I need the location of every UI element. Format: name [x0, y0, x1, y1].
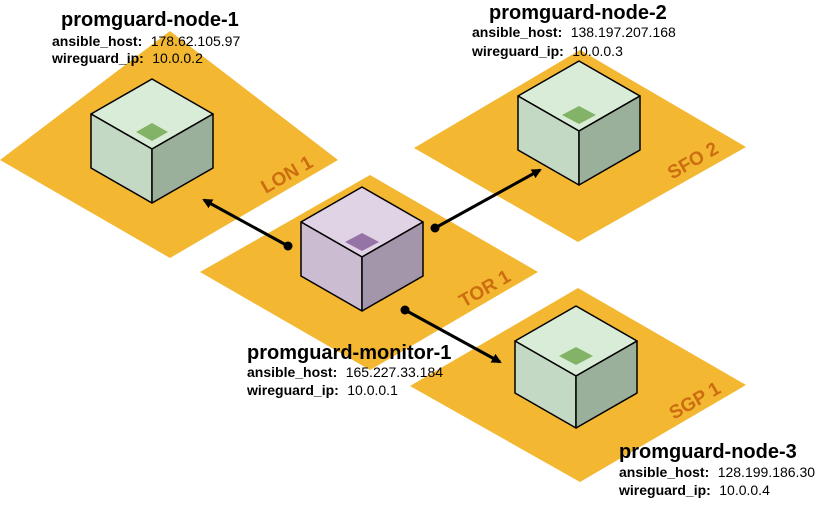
server-node1[interactable]	[90, 78, 214, 204]
server-cube-icon	[514, 305, 638, 429]
server-name: promguard-node-1	[61, 9, 239, 31]
wireguard-ip-key: wireguard_ip:	[51, 50, 144, 66]
wireguard-ip-key: wireguard_ip:	[471, 43, 564, 59]
ansible-host-row: ansible_host: 138.197.207.168	[472, 24, 676, 41]
arrow-icon	[404, 308, 502, 364]
wireguard-ip-row: wireguard_ip: 10.0.0.3	[471, 43, 623, 60]
wireguard-ip-value: 10.0.0.1	[347, 382, 398, 398]
wireguard-ip-value: 10.0.0.4	[719, 482, 770, 498]
server-cube-icon	[517, 60, 641, 186]
server-node2[interactable]	[517, 60, 641, 186]
server-name: promguard-monitor-1	[247, 342, 451, 364]
label-node3: promguard-node-3 ansible_host: 128.199.1…	[618, 441, 815, 499]
arrow-icon	[434, 168, 542, 230]
wireguard-ip-row: wireguard_ip: 10.0.0.2	[51, 50, 203, 67]
server-cube-icon	[90, 78, 214, 204]
ansible-host-value: 165.227.33.184	[346, 364, 444, 380]
ansible-host-row: ansible_host: 178.62.105.97	[52, 33, 240, 50]
ansible-host-value: 138.197.207.168	[571, 24, 676, 40]
connection-monitor-to-node3	[400, 305, 502, 364]
ansible-host-row: ansible_host: 165.227.33.184	[247, 364, 443, 381]
server-name: promguard-node-3	[619, 441, 797, 463]
ansible-host-key: ansible_host:	[52, 33, 142, 49]
ansible-host-key: ansible_host:	[247, 364, 337, 380]
label-monitor: promguard-monitor-1 ansible_host: 165.22…	[246, 342, 451, 399]
connection-monitor-to-node1	[202, 198, 293, 251]
wireguard-ip-key: wireguard_ip:	[246, 382, 339, 398]
wireguard-ip-value: 10.0.0.3	[572, 43, 623, 59]
arrow-icon	[202, 198, 289, 248]
ansible-host-value: 178.62.105.97	[151, 33, 241, 49]
ansible-host-key: ansible_host:	[619, 464, 709, 480]
ansible-host-value: 128.199.186.30	[718, 464, 816, 480]
wireguard-ip-row: wireguard_ip: 10.0.0.4	[618, 482, 770, 499]
server-node3[interactable]	[514, 305, 638, 429]
wireguard-ip-row: wireguard_ip: 10.0.0.1	[246, 382, 398, 399]
server-monitor[interactable]	[300, 186, 424, 312]
wireguard-ip-key: wireguard_ip:	[618, 482, 711, 498]
server-name: promguard-node-2	[489, 2, 667, 24]
ansible-host-key: ansible_host:	[472, 24, 562, 40]
label-node2: promguard-node-2 ansible_host: 138.197.2…	[471, 2, 676, 60]
server-cube-icon	[300, 186, 424, 312]
label-node1: promguard-node-1 ansible_host: 178.62.10…	[51, 9, 240, 67]
connection-monitor-to-node2	[430, 168, 542, 233]
ansible-host-row: ansible_host: 128.199.186.30	[619, 464, 815, 481]
wireguard-ip-value: 10.0.0.2	[152, 50, 203, 66]
